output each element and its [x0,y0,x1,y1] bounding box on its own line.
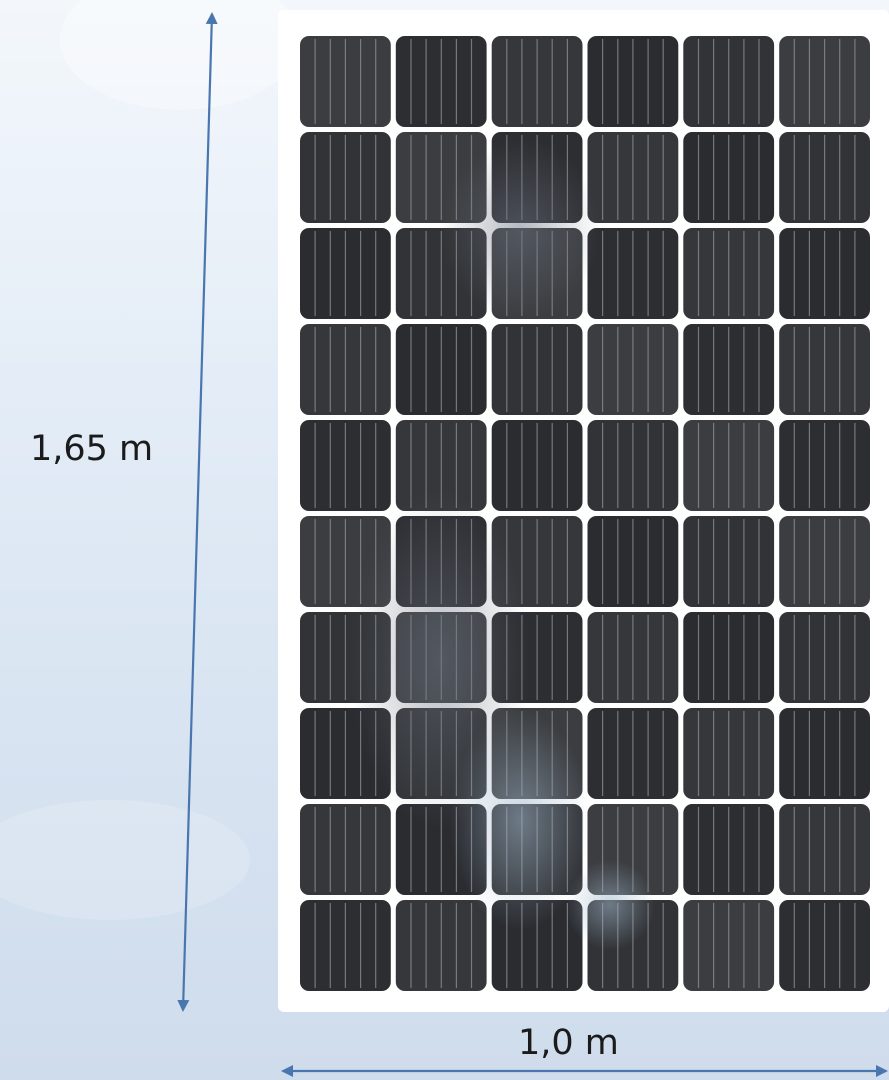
cell-junction [672,697,689,714]
cell-junction [672,121,689,138]
cell-junction [385,313,402,330]
cell-junction [768,505,785,522]
cell-junction [672,217,689,234]
cell-junction [481,409,498,426]
height-dimension-arrow [177,12,218,1012]
glass-reflection [565,860,655,950]
cell-junction [768,409,785,426]
cell-junction [577,697,593,714]
cell-junction [768,217,785,234]
glass-shadow [440,140,600,320]
cell-junction [385,217,402,234]
cell-junction [577,121,593,138]
background-glow [60,0,300,110]
cell-junction [768,793,785,810]
height-dimension-label: 1,65 m [30,429,154,469]
cell-junction [481,313,498,330]
cell-junction [768,697,785,714]
cell-junction [577,409,593,426]
cell-junction [481,121,498,138]
cell-junction [672,793,689,810]
cell-junction [672,313,689,330]
cell-junction [768,121,785,138]
cell-junction [385,409,402,426]
cell-junction [672,409,689,426]
cell-junction [577,313,593,330]
cell-junction [768,601,785,618]
cell-junction [385,121,402,138]
cell-junction [577,601,593,618]
cell-junction [672,601,689,618]
background-glow [0,800,250,920]
cell-junction [385,889,402,906]
cell-junction [577,505,593,522]
width-dimension-label: 1,0 m [518,1023,619,1063]
glass-shadow [350,490,530,830]
cell-junction [768,313,785,330]
cell-junction [768,889,785,906]
cell-junction [672,889,689,906]
cell-junction [672,505,689,522]
